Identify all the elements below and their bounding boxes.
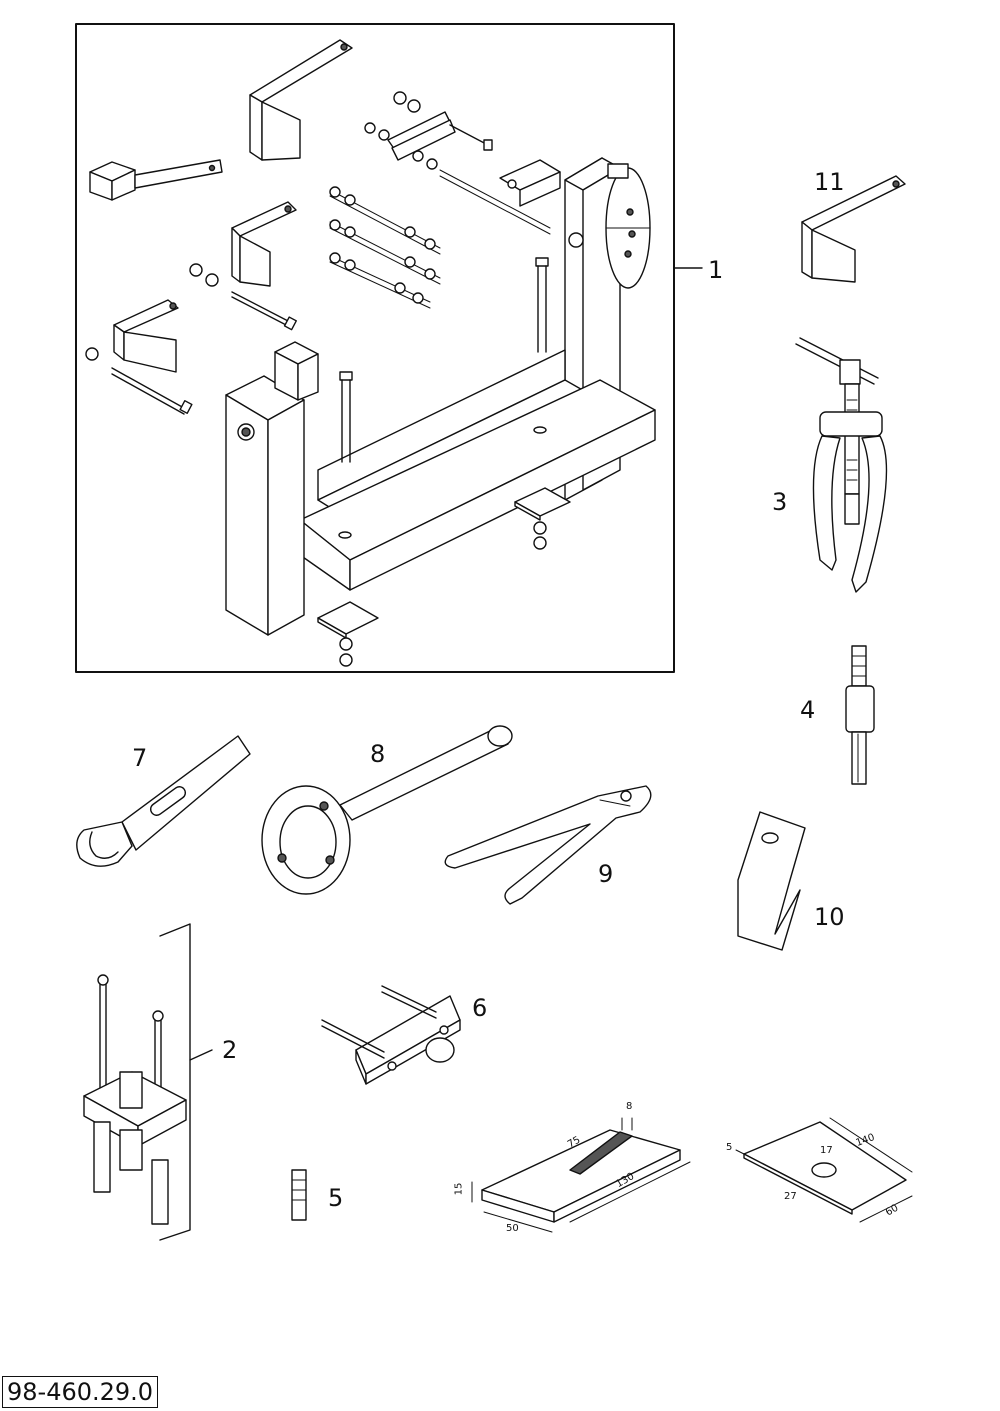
lower-bracket bbox=[113, 299, 179, 373]
link-plates-washers bbox=[364, 91, 493, 170]
plate-thickness-dim: 5 bbox=[726, 1142, 733, 1153]
wooden-block-drawing bbox=[471, 1117, 691, 1233]
stand-u-frame bbox=[225, 157, 656, 636]
drawing-number: 98-460.29.0 bbox=[2, 1376, 159, 1408]
block-slot-width-dim: 8 bbox=[626, 1101, 633, 1112]
block-width-dim: 50 bbox=[506, 1223, 519, 1234]
steel-plate-drawing bbox=[735, 1117, 913, 1223]
square-block-strap bbox=[89, 159, 223, 201]
plate-hole-dim: 17 bbox=[820, 1145, 833, 1156]
assembly-frame-box bbox=[75, 23, 675, 673]
vertical-bolts bbox=[339, 257, 549, 463]
long-bolt-lower bbox=[85, 347, 193, 415]
callout-8: 8 bbox=[370, 740, 386, 768]
foot-pads bbox=[317, 487, 571, 667]
callout-4: 4 bbox=[800, 696, 816, 724]
two-jaw-puller bbox=[795, 337, 888, 593]
bearing-extractor bbox=[845, 645, 875, 785]
callout-1: 1 bbox=[708, 256, 724, 284]
press-tool-with-pins bbox=[83, 923, 213, 1241]
callout-3: 3 bbox=[772, 488, 788, 516]
flywheel-puller bbox=[321, 985, 461, 1085]
callout-11: 11 bbox=[814, 168, 845, 196]
engine-stand-assembly bbox=[75, 23, 703, 673]
callout-6: 6 bbox=[472, 994, 488, 1022]
callout-10: 10 bbox=[814, 903, 845, 931]
swivel-bracket bbox=[499, 159, 629, 207]
l-bracket-tool bbox=[801, 175, 906, 283]
middle-bracket bbox=[231, 201, 297, 287]
gauge-plate bbox=[737, 811, 806, 951]
plate-hole-offset-dim: 27 bbox=[784, 1191, 797, 1202]
callout-5: 5 bbox=[328, 1184, 344, 1212]
hook-wrench bbox=[76, 735, 251, 867]
callout-9: 9 bbox=[598, 860, 614, 888]
ring-holding-wrench bbox=[261, 725, 513, 895]
callout-7: 7 bbox=[132, 744, 148, 772]
long-bolt-middle bbox=[189, 263, 297, 331]
pin-spanner bbox=[444, 785, 652, 905]
callout-2: 2 bbox=[222, 1036, 238, 1064]
threaded-rods-with-nuts bbox=[329, 169, 551, 309]
threaded-plug bbox=[291, 1169, 307, 1221]
block-height-dim: 15 bbox=[453, 1182, 465, 1196]
upper-bracket bbox=[249, 39, 353, 161]
